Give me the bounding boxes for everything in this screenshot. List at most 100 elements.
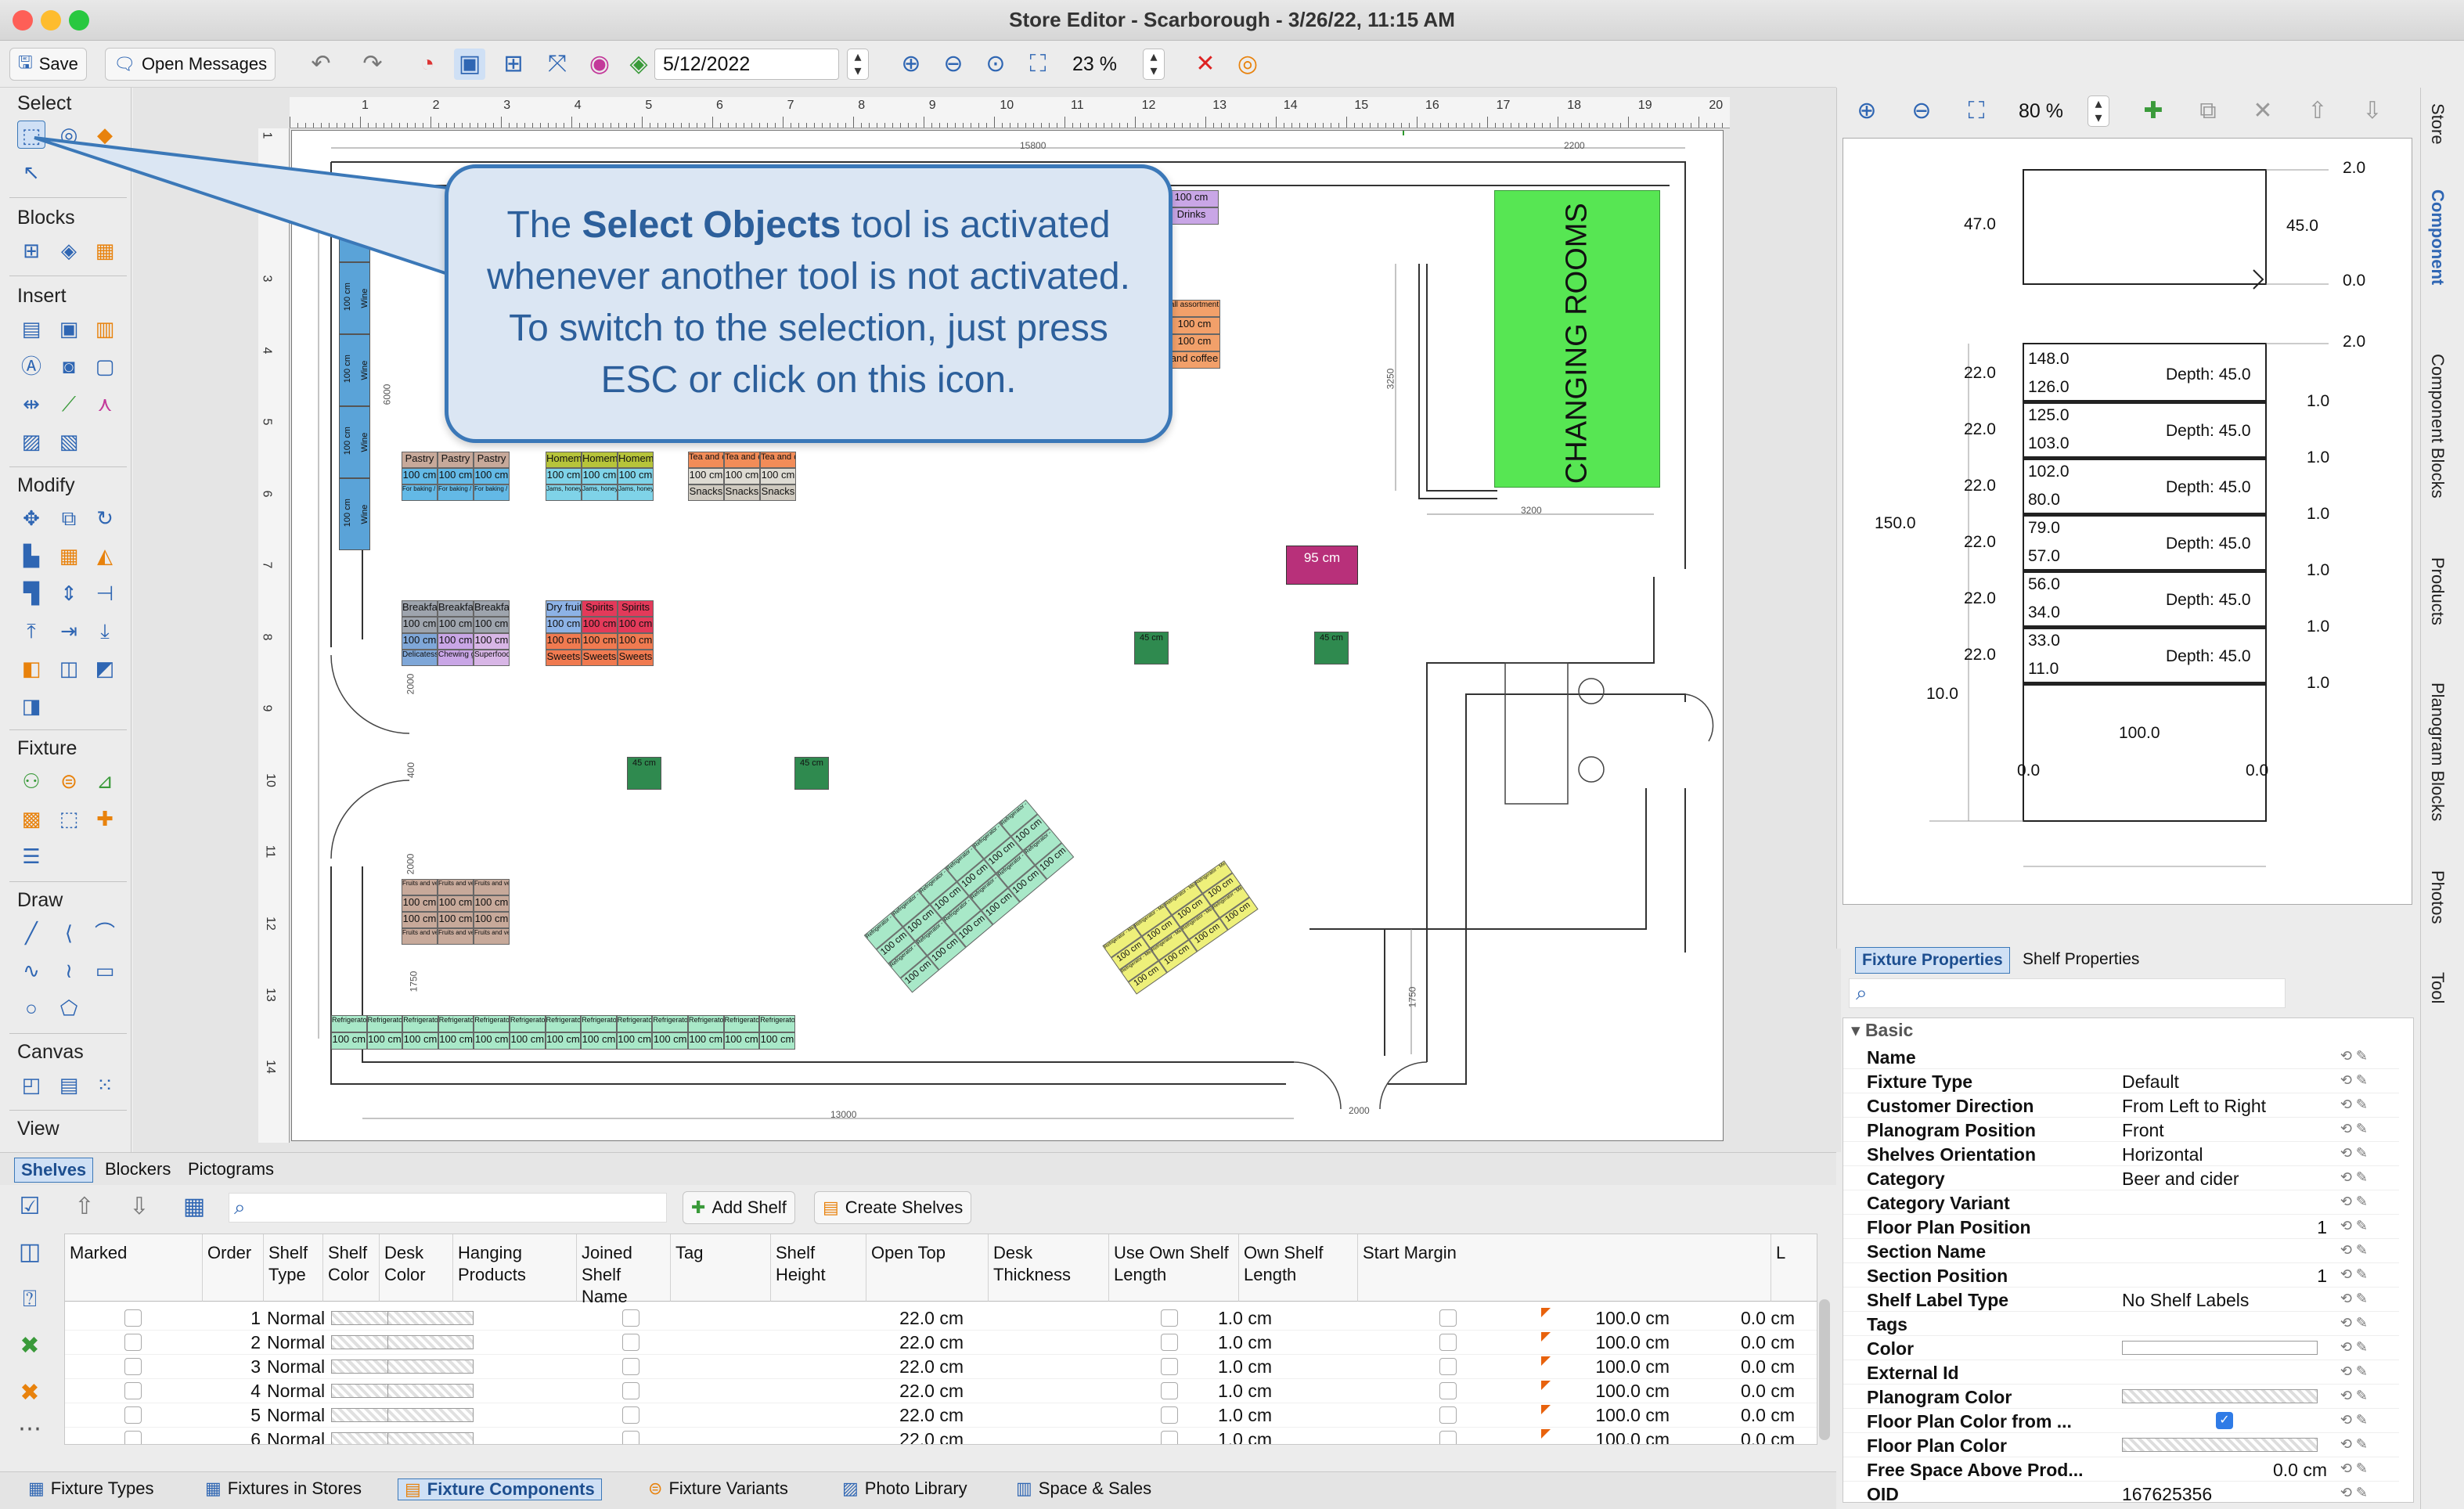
reset-property-icon[interactable]: ⟲ ✎	[2340, 1169, 2368, 1185]
property-row[interactable]: Tags⟲ ✎	[1843, 1312, 2399, 1336]
date-field[interactable]: 5/12/2022	[654, 49, 839, 80]
column-header[interactable]: Own Shelf Length	[1239, 1234, 1358, 1302]
fridge-cell[interactable]: 100 cm	[438, 1032, 474, 1050]
fridge-cell[interactable]: 100 cm	[616, 1032, 653, 1050]
delete-icon[interactable]: ✕	[1195, 51, 1216, 77]
shelf-line[interactable]	[2023, 625, 2266, 629]
fixture-cell[interactable]: Snacks	[760, 484, 796, 501]
open-top-checkbox[interactable]	[1161, 1358, 1178, 1375]
fixture-cell[interactable]: 100 cm	[618, 633, 654, 650]
zoom-fit-icon[interactable]: ⛶	[1968, 98, 1985, 124]
fridge-cell[interactable]: 100 cm	[581, 1032, 617, 1050]
column-header[interactable]: L	[1771, 1234, 1817, 1302]
fixture-cell[interactable]: 100 cm	[474, 468, 510, 484]
fixture-cell[interactable]: Sweets	[546, 650, 582, 666]
fixture-label-icon[interactable]: ⊿	[96, 769, 113, 793]
fixture-cell[interactable]: 100 cm	[546, 633, 582, 650]
fridge-cell[interactable]: Refrigerator - Meat	[438, 1015, 474, 1032]
fixture-cell[interactable]: 100 cm	[402, 912, 438, 928]
desk-color-cell[interactable]	[387, 1432, 474, 1444]
tab-fixture-types[interactable]: ▦Fixture Types	[28, 1478, 154, 1498]
reset-property-icon[interactable]: ⟲ ✎	[2340, 1412, 2368, 1428]
column-header[interactable]: Start Margin	[1358, 1234, 1771, 1302]
tab-component-blocks[interactable]: Component Blocks	[2428, 354, 2448, 499]
property-row[interactable]: Name⟲ ✎	[1843, 1045, 2399, 1069]
desk-color-cell[interactable]	[387, 1311, 474, 1325]
move-down-icon[interactable]: ⇩	[2362, 98, 2383, 124]
fixture-cell[interactable]: 100 cm	[546, 617, 582, 633]
marked-checkbox[interactable]	[124, 1382, 142, 1399]
redo-icon[interactable]: ↷	[362, 51, 383, 77]
desk-color-cell[interactable]	[387, 1384, 474, 1398]
tab-fixtures-in-stores[interactable]: ▦Fixtures in Stores	[205, 1478, 362, 1498]
draw-curve-icon[interactable]: ∿	[23, 959, 40, 982]
tab-fixture-properties[interactable]: Fixture Properties	[1855, 947, 2010, 974]
property-group-basic[interactable]: ▾ Basic	[1851, 1020, 1914, 1040]
group-icon[interactable]: ◧	[21, 657, 41, 680]
draw-polyline-icon[interactable]: ⟨	[64, 921, 74, 945]
use-own-length-checkbox[interactable]	[1439, 1358, 1457, 1375]
zoom-in-icon[interactable]: ⊕	[1857, 98, 1877, 124]
fixture-cell[interactable]: 100 cm	[582, 633, 618, 650]
fixture-cell[interactable]: Pastry	[438, 452, 474, 468]
use-own-length-checkbox[interactable]	[1439, 1431, 1457, 1444]
table-scrollbar[interactable]	[1819, 1299, 1830, 1440]
fixture-cell[interactable]: 100 cm	[402, 895, 438, 912]
fixture-cell[interactable]: Snacks	[688, 484, 724, 501]
zoom-fit-icon[interactable]: ⊙	[985, 51, 1006, 77]
component-zoom-level[interactable]: 80 %	[2019, 99, 2063, 122]
column-header[interactable]: Use Own Shelf Length	[1109, 1234, 1239, 1302]
distribute-icon[interactable]: ▦	[59, 544, 79, 567]
fixture-cell[interactable]: 100 cm	[582, 617, 618, 633]
fixture-45cm[interactable]: 45 cm	[1314, 632, 1349, 664]
zoom-out-icon[interactable]: ⊖	[943, 51, 964, 77]
column-header[interactable]: Desk Color	[380, 1234, 453, 1302]
camera-icon[interactable]: ◉	[589, 51, 611, 77]
property-row[interactable]: Floor Plan Color from ...✓⟲ ✎	[1843, 1409, 2399, 1433]
insert-pdf-icon[interactable]: ⋏	[97, 392, 113, 416]
property-row[interactable]: Color⟲ ✎	[1843, 1336, 2399, 1360]
layers-icon[interactable]: ◈	[629, 51, 648, 77]
hanging-products-checkbox[interactable]	[622, 1431, 639, 1444]
tab-component[interactable]: Component	[2428, 189, 2448, 286]
fixture-cell[interactable]: 100 cm	[402, 468, 438, 484]
tab-blockers[interactable]: Blockers	[105, 1159, 171, 1179]
fixture-cell[interactable]: Spirits	[618, 600, 654, 617]
shelf-search-input[interactable]: ⌕	[229, 1193, 667, 1223]
zoom-stepper[interactable]: ▴▾	[1143, 49, 1165, 80]
hanging-products-checkbox[interactable]	[622, 1309, 639, 1327]
insert-panel-icon[interactable]: ▢	[95, 355, 115, 378]
fridge-cell[interactable]: 100 cm	[402, 1032, 438, 1050]
move-up-icon[interactable]: ⇧	[74, 1194, 95, 1219]
use-own-length-checkbox[interactable]	[1439, 1406, 1457, 1424]
draw-rectangle-icon[interactable]: ▭	[95, 959, 115, 982]
fridge-cell[interactable]: 100 cm	[545, 1032, 582, 1050]
fixture-cell[interactable]: Dry fruits	[546, 600, 582, 617]
tab-products[interactable]: Products	[2428, 557, 2448, 625]
column-header[interactable]: Hanging Products	[453, 1234, 577, 1302]
marked-checkbox[interactable]	[124, 1334, 142, 1351]
shelf-color-cell[interactable]	[331, 1335, 394, 1349]
marked-checkbox[interactable]	[124, 1406, 142, 1424]
validate-icon[interactable]: ◎	[1237, 51, 1259, 77]
zoom-in-icon[interactable]: ⊕	[901, 51, 921, 77]
canvas-settings-icon[interactable]: ▤	[59, 1073, 79, 1097]
merge-icon[interactable]: ◩	[95, 657, 115, 680]
color-swatch[interactable]	[2122, 1438, 2318, 1452]
fixture-cell[interactable]: Homemade	[582, 452, 618, 468]
insert-svg-icon[interactable]: ▧	[59, 430, 79, 453]
mirror-icon[interactable]: ◭	[97, 544, 113, 567]
fridge-cell[interactable]: 100 cm	[474, 1032, 510, 1050]
fixture-cell[interactable]: Fruits and vegetables	[402, 928, 438, 945]
fixture-cell[interactable]: Superfoods	[474, 650, 510, 666]
shelf-line[interactable]	[2023, 400, 2266, 404]
